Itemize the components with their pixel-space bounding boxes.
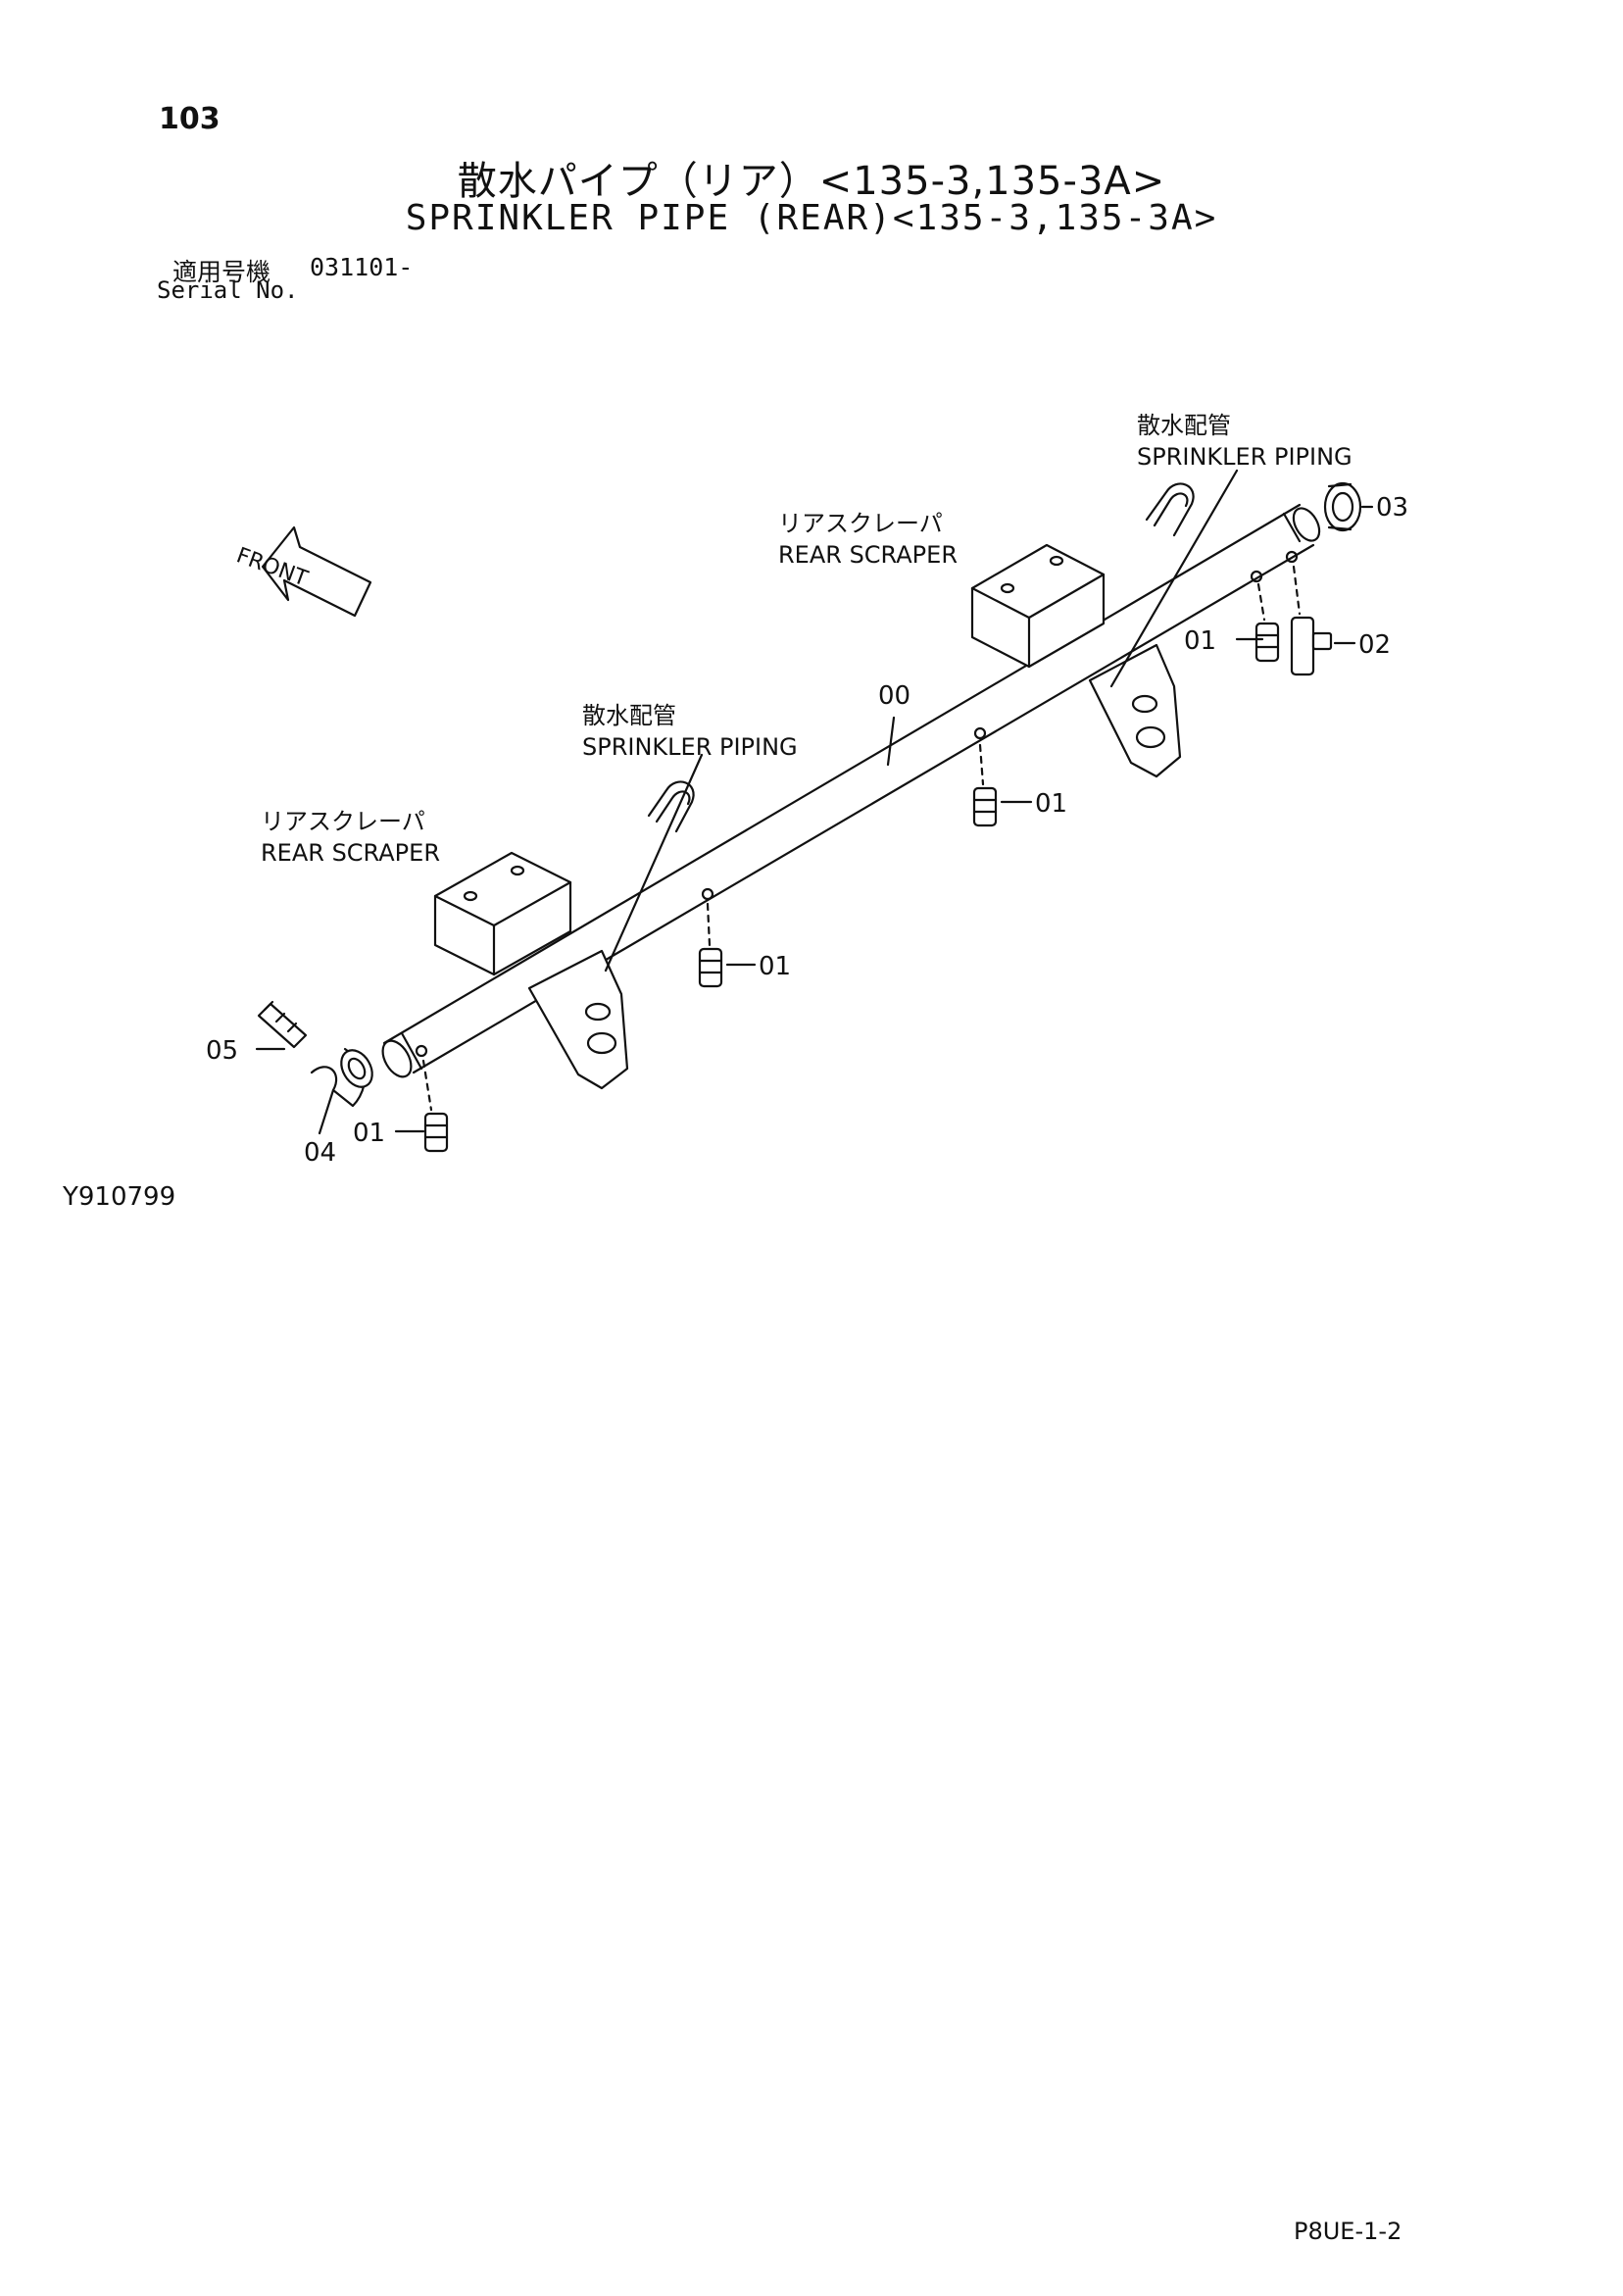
part-02-valve (1290, 565, 1333, 676)
part-05-hose-nipple (257, 1000, 308, 1049)
part-03-cap (1323, 481, 1362, 532)
callout-ja-rear-scraper: リアスクレーパ (261, 808, 425, 835)
main-pipe (381, 503, 1321, 1078)
leader-lines (255, 469, 1374, 1135)
callout-ja-sprinkler-piping: 散水配管 (582, 702, 676, 729)
rear-scraper-bracket-right (970, 543, 1182, 778)
page-title-japanese: 散水パイプ（リア）<135-3,135-3A> (457, 159, 1166, 204)
serial-label-english: Serial No. (157, 276, 299, 304)
diagram-labels: FRONT 散水配管 SPRINKLER PIPING リアスクレーパ REAR… (206, 412, 1408, 1168)
part-number-label: 03 (1376, 493, 1408, 523)
callout-en-sprinkler-piping: SPRINKLER PIPING (582, 733, 798, 761)
serial-value: 031101- (310, 253, 414, 281)
part-01-nipple (421, 1059, 449, 1153)
serial-label-japanese: 適用号機 (172, 258, 271, 286)
page-number: 103 (159, 102, 221, 136)
part-number-label: 01 (759, 952, 791, 981)
part-number-label: 01 (1184, 626, 1216, 656)
part-number-label: 01 (1035, 789, 1067, 819)
front-direction-arrow-icon (261, 525, 372, 618)
callout-ja-rear-scraper: リアスクレーパ (778, 510, 943, 537)
callout-ja-sprinkler-piping: 散水配管 (1137, 412, 1231, 439)
part-number-label: 00 (878, 681, 910, 711)
figure-id: Y910799 (63, 1182, 176, 1212)
part-number-label: 02 (1358, 630, 1391, 660)
part-01-nipple (1254, 582, 1280, 663)
rear-scraper-bracket-left (433, 851, 629, 1090)
part-number-label: 01 (353, 1119, 385, 1148)
callout-en-rear-scraper: REAR SCRAPER (261, 839, 440, 867)
callout-en-sprinkler-piping: SPRINKLER PIPING (1137, 443, 1352, 471)
u-bolt-left (647, 780, 695, 833)
callout-en-rear-scraper: REAR SCRAPER (778, 541, 958, 569)
part-01-nipple (972, 743, 998, 827)
part-number-label: 05 (206, 1036, 238, 1066)
part-01-nipple (698, 902, 723, 988)
u-bolt-right (1145, 482, 1195, 537)
part-04-elbow (310, 1047, 373, 1108)
part-number-label: 04 (304, 1138, 336, 1168)
page-code: P8UE-1-2 (1294, 2218, 1402, 2245)
page-title-english: SPRINKLER PIPE (REAR)<135-3,135-3A> (405, 198, 1218, 238)
